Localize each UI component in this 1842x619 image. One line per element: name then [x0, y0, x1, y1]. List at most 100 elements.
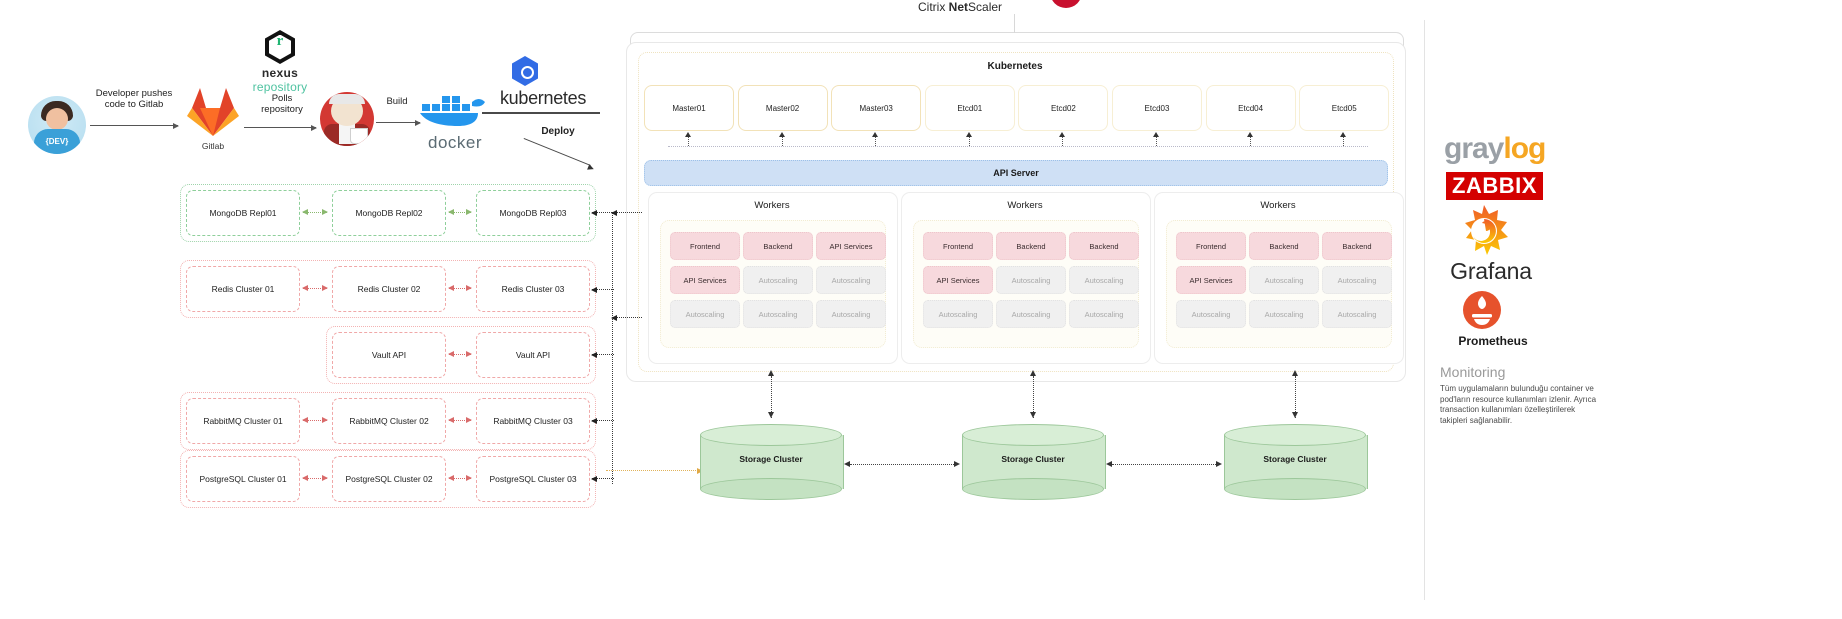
data-tier-bus	[612, 212, 613, 484]
control-plane-uplink-line	[875, 137, 877, 146]
db-replication-link-postgresql-1	[302, 475, 328, 482]
netscaler-prefix: Citrix	[918, 0, 949, 14]
control-plane-node-etcd02[interactable]: Etcd02	[1018, 85, 1109, 131]
storage-cylinder-bottom	[962, 478, 1104, 500]
db-node-mongodb-1[interactable]: MongoDB Repl01	[186, 190, 300, 236]
pod-backend[interactable]: Backend	[1249, 232, 1319, 260]
storage-uplink-arrow-up-2	[1029, 370, 1036, 376]
control-plane-node-label: Master02	[765, 103, 800, 113]
db-node-vault-1[interactable]: Vault API	[332, 332, 446, 378]
graylog-part1: gray	[1444, 132, 1504, 165]
pod-autoscaling[interactable]: Autoscaling	[1249, 300, 1319, 328]
db-node-mongodb-3[interactable]: MongoDB Repl03	[476, 190, 590, 236]
control-plane-node-label: Etcd02	[1050, 103, 1076, 113]
control-plane-node-etcd04[interactable]: Etcd04	[1205, 85, 1296, 131]
developer-badge-label: {DEV}	[45, 137, 69, 146]
pod-label: API Services	[936, 275, 980, 285]
worker-group-title: Workers	[1260, 200, 1296, 211]
pod-autoscaling[interactable]: Autoscaling	[996, 300, 1066, 328]
control-plane-node-etcd03[interactable]: Etcd03	[1112, 85, 1202, 131]
storage-uplink-arrow-down-1	[767, 412, 774, 418]
docker-logo: docker	[420, 92, 490, 153]
db-node-redis-3[interactable]: Redis Cluster 03	[476, 266, 590, 312]
pod-frontend[interactable]: Frontend	[1176, 232, 1246, 260]
data-arm-vault	[591, 351, 614, 358]
db-node-rabbitmq-2[interactable]: RabbitMQ Cluster 02	[332, 398, 446, 444]
pod-api-services[interactable]: API Services	[1176, 266, 1246, 294]
monitoring-paragraph: Tüm uygulamaların bulunduğu container ve…	[1440, 384, 1597, 425]
pod-api-services[interactable]: API Services	[670, 266, 740, 294]
pod-autoscaling[interactable]: Autoscaling	[1069, 266, 1139, 294]
worker-group-title: Workers	[1007, 200, 1043, 211]
db-node-postgresql-1[interactable]: PostgreSQL Cluster 01	[186, 456, 300, 502]
db-node-rabbitmq-1[interactable]: RabbitMQ Cluster 01	[186, 398, 300, 444]
db-node-redis-1[interactable]: Redis Cluster 01	[186, 266, 300, 312]
pod-autoscaling[interactable]: Autoscaling	[1069, 300, 1139, 328]
netscaler-stem	[1014, 14, 1015, 33]
pod-autoscaling[interactable]: Autoscaling	[923, 300, 993, 328]
db-replication-link-redis-2	[448, 285, 472, 292]
jenkins-logo	[320, 92, 374, 146]
pod-autoscaling[interactable]: Autoscaling	[816, 300, 886, 328]
control-plane-node-label: Etcd05	[1331, 103, 1357, 113]
docker-wordmark: docker	[427, 133, 483, 152]
control-plane-node-master02[interactable]: Master02	[737, 85, 828, 131]
control-plane-node-etcd05[interactable]: Etcd05	[1299, 85, 1390, 131]
db-node-redis-2[interactable]: Redis Cluster 02	[332, 266, 446, 312]
db-replication-link-redis-1	[302, 285, 328, 292]
pod-autoscaling[interactable]: Autoscaling	[996, 266, 1066, 294]
storage-cluster-3[interactable]: Storage Cluster	[1224, 424, 1368, 504]
pod-autoscaling[interactable]: Autoscaling	[743, 266, 813, 294]
pod-backend[interactable]: Backend	[743, 232, 813, 260]
pod-autoscaling[interactable]: Autoscaling	[1176, 300, 1246, 328]
pod-frontend[interactable]: Frontend	[923, 232, 993, 260]
pod-api-services[interactable]: API Services	[923, 266, 993, 294]
pod-backend[interactable]: Backend	[1069, 232, 1139, 260]
db-node-rabbitmq-3[interactable]: RabbitMQ Cluster 03	[476, 398, 590, 444]
db-replication-link-postgresql-2	[448, 475, 472, 482]
control-plane-uplink-line	[1249, 137, 1251, 146]
storage-peer-link-1	[850, 464, 954, 465]
storage-cylinder-top	[962, 424, 1104, 446]
pod-autoscaling[interactable]: Autoscaling	[1249, 266, 1319, 294]
control-plane-node-master01[interactable]: Master01	[644, 85, 734, 131]
arrow-dev-to-gitlab	[90, 122, 179, 129]
pod-backend[interactable]: Backend	[996, 232, 1066, 260]
db-node-postgresql-2[interactable]: PostgreSQL Cluster 02	[332, 456, 446, 502]
pod-autoscaling[interactable]: Autoscaling	[670, 300, 740, 328]
graylog-part2: log	[1503, 132, 1546, 165]
pod-autoscaling[interactable]: Autoscaling	[1322, 266, 1392, 294]
storage-cluster-2[interactable]: Storage Cluster	[962, 424, 1106, 504]
gitlab-caption: Gitlab	[201, 141, 225, 151]
pod-backend[interactable]: Backend	[1322, 232, 1392, 260]
pod-label: Autoscaling	[831, 309, 871, 319]
pod-label: Autoscaling	[1337, 275, 1377, 285]
control-plane-uplink-line	[968, 137, 970, 146]
storage-cluster-1[interactable]: Storage Cluster	[700, 424, 844, 504]
pod-frontend[interactable]: Frontend	[670, 232, 740, 260]
control-plane-uplink-arrow	[965, 132, 972, 137]
pod-autoscaling[interactable]: Autoscaling	[1322, 300, 1392, 328]
nexus-label-line2: repository	[252, 80, 308, 94]
pod-autoscaling[interactable]: Autoscaling	[743, 300, 813, 328]
pipeline-step-build-label: Build	[386, 96, 408, 107]
pod-label: Autoscaling	[938, 309, 978, 319]
pod-label: Backend	[1269, 241, 1299, 251]
storage-cluster-label: Storage Cluster	[1263, 454, 1327, 464]
pod-label: Frontend	[1195, 241, 1227, 251]
control-plane-node-master03[interactable]: Master03	[831, 85, 922, 131]
control-plane-uplink-arrow	[685, 132, 691, 137]
netscaler-brand: Citrix NetScaler	[918, 0, 1002, 14]
db-node-postgresql-3[interactable]: PostgreSQL Cluster 03	[476, 456, 590, 502]
db-node-vault-2[interactable]: Vault API	[476, 332, 590, 378]
control-plane-node-etcd01[interactable]: Etcd01	[924, 85, 1015, 131]
db-replication-link-vault-1	[448, 351, 472, 358]
prometheus-icon	[1462, 290, 1502, 330]
storage-cylinder-bottom	[700, 478, 842, 500]
pod-autoscaling[interactable]: Autoscaling	[816, 266, 886, 294]
pod-api-services[interactable]: API Services	[816, 232, 886, 260]
control-plane-uplink-line	[781, 137, 783, 146]
kubernetes-hex-icon	[512, 56, 538, 86]
db-node-mongodb-2[interactable]: MongoDB Repl02	[332, 190, 446, 236]
pod-label: API Services	[683, 275, 727, 285]
